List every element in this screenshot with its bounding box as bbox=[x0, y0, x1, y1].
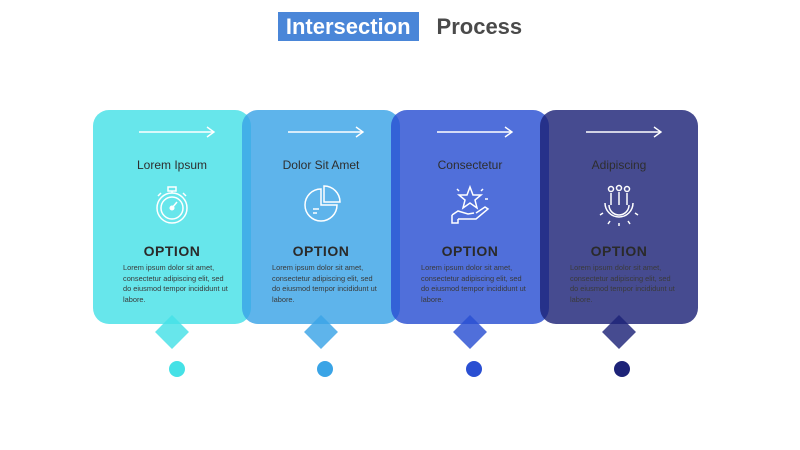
arrow-right-icon bbox=[288, 126, 365, 138]
step-dot-2 bbox=[317, 361, 333, 377]
step-card-3 bbox=[391, 110, 549, 324]
title-highlight: Intersection bbox=[277, 12, 419, 41]
step-heading: Consectetur bbox=[437, 158, 503, 172]
step-description: Lorem ipsum dolor sit amet, consectetur … bbox=[272, 263, 377, 304]
step-dot-1 bbox=[169, 361, 185, 377]
step-option-label: OPTION bbox=[590, 243, 648, 259]
step-description: Lorem ipsum dolor sit amet, consectetur … bbox=[123, 263, 228, 304]
step-description: Lorem ipsum dolor sit amet, consectetur … bbox=[570, 263, 675, 304]
stopwatch-icon bbox=[156, 186, 188, 224]
diagram-title: Intersection Process bbox=[0, 12, 800, 41]
team-gear-icon bbox=[599, 184, 639, 226]
arrow-right-icon bbox=[437, 126, 514, 138]
title-rest: Process bbox=[436, 14, 523, 39]
step-description: Lorem ipsum dolor sit amet, consectetur … bbox=[421, 263, 526, 304]
step-option-label: OPTION bbox=[441, 243, 499, 259]
step-heading: Dolor Sit Amet bbox=[282, 158, 360, 172]
step-heading: Adipiscing bbox=[591, 158, 647, 172]
step-option-label: OPTION bbox=[292, 243, 350, 259]
arrow-right-icon bbox=[586, 126, 663, 138]
arrow-right-icon bbox=[139, 126, 216, 138]
step-content-1: Lorem Ipsum OPTION Lorem ipsum dolor sit… bbox=[93, 110, 251, 324]
step-content-3: Consectetur OPTION Lorem ipsum dolor sit… bbox=[391, 110, 549, 324]
step-heading: Lorem Ipsum bbox=[136, 158, 208, 172]
pie-chart-icon bbox=[304, 185, 341, 222]
star-in-hand-icon bbox=[451, 184, 490, 224]
step-content-2: Dolor Sit Amet OPTION Lorem ipsum dolor … bbox=[242, 110, 400, 324]
step-dot-3 bbox=[466, 361, 482, 377]
step-option-label: OPTION bbox=[143, 243, 201, 259]
step-content-4: Adipiscing OPTION Lorem ipsum dolor sit … bbox=[540, 110, 698, 324]
step-card-2 bbox=[242, 110, 400, 324]
step-card-1 bbox=[93, 110, 251, 324]
step-dot-4 bbox=[614, 361, 630, 377]
